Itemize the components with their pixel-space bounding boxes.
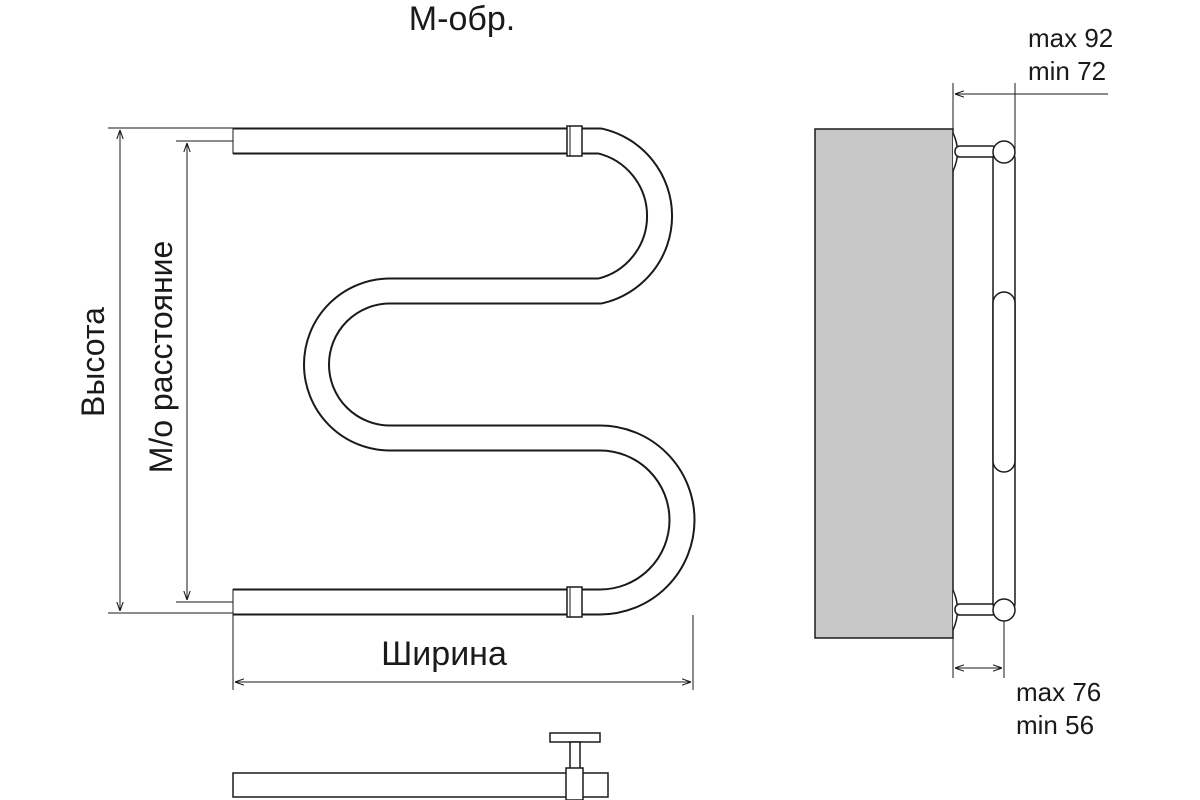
height-dimension — [108, 127, 233, 614]
center-distance-label: М/о расстояние — [143, 241, 179, 474]
bottom-dim-min: min 56 — [1016, 710, 1094, 740]
bottom-dim-max: max 76 — [1016, 677, 1101, 707]
width-label: Ширина — [381, 635, 507, 673]
pipe-coupling-top — [566, 125, 583, 157]
plan-view — [232, 732, 609, 800]
side-view-mount — [952, 132, 1016, 631]
top-dim-max: max 92 — [1028, 23, 1113, 53]
center-distance-dimension — [176, 140, 233, 603]
m-shaped-pipe — [232, 127, 696, 616]
height-label: Высота — [75, 307, 111, 417]
top-depth-dimension — [952, 83, 1108, 150]
width-dimension — [232, 615, 694, 690]
pipe-coupling-bottom — [566, 586, 583, 618]
bottom-depth-dimension — [952, 621, 1005, 678]
top-dim-min: min 72 — [1028, 56, 1106, 86]
wall-shading — [814, 128, 954, 639]
drawing-title: М-обр. — [409, 0, 515, 38]
